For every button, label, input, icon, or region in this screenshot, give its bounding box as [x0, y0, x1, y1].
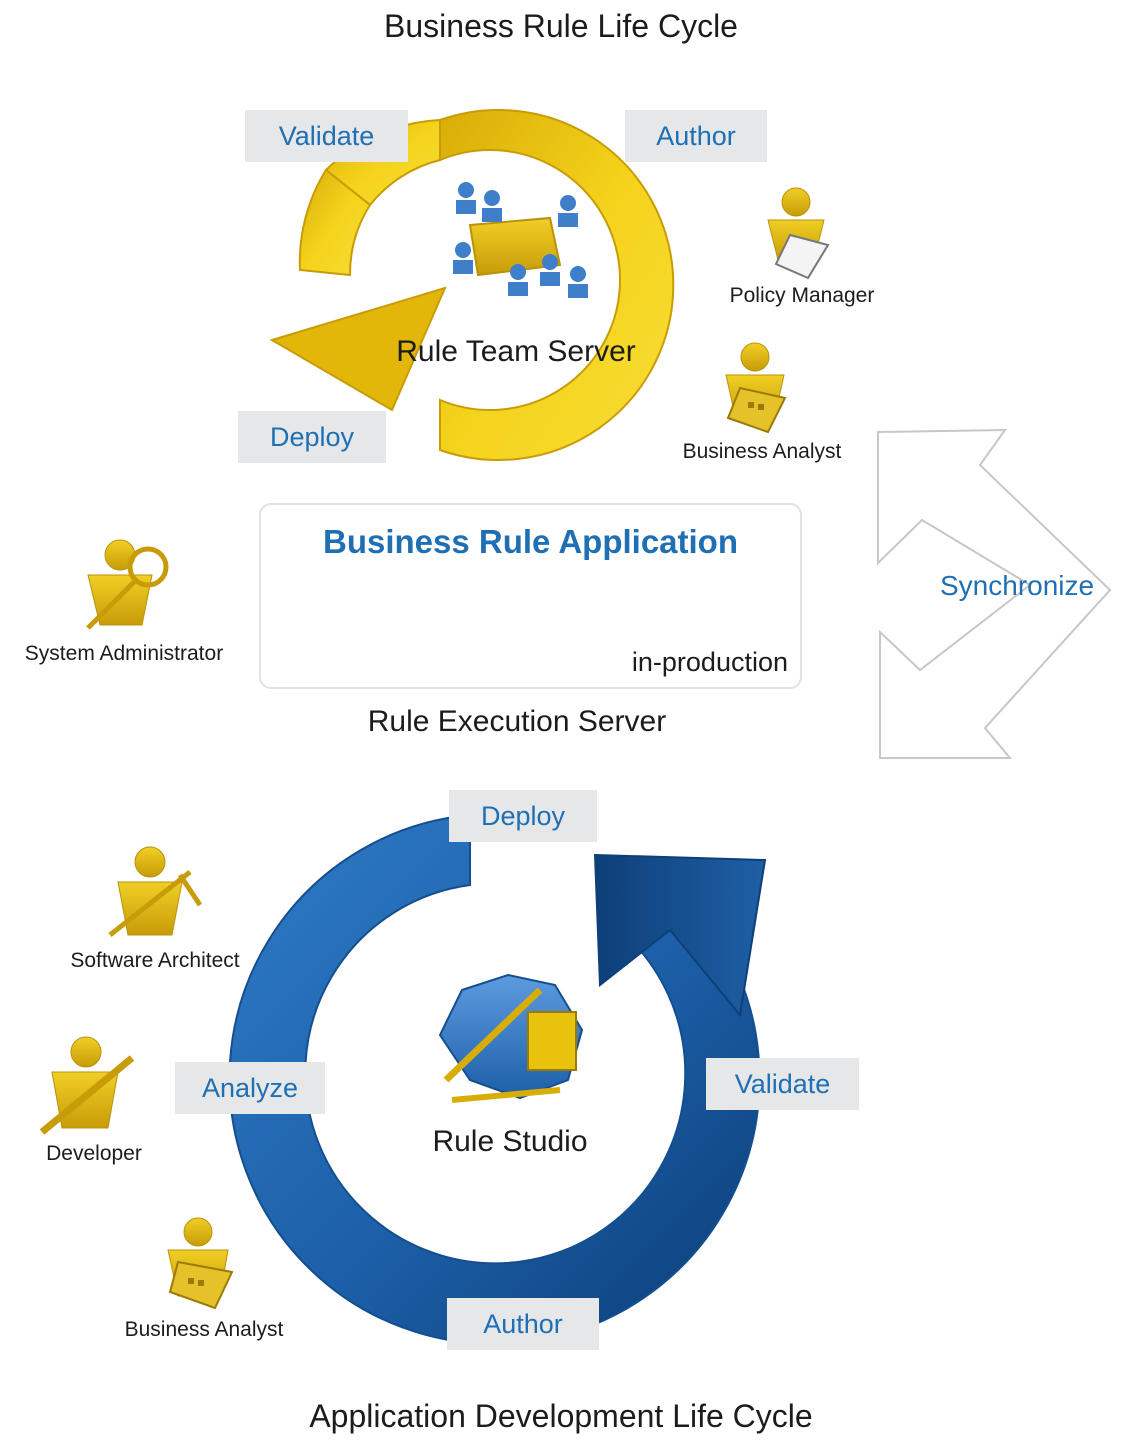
- dev-step-tag-author: Author: [447, 1298, 599, 1350]
- application-title: Business Rule Application: [322, 523, 738, 560]
- rule-execution-server-label: Rule Execution Server: [367, 705, 667, 738]
- synchronize-label: Synchronize: [940, 570, 1095, 601]
- business-analyst-label: Business Analyst: [124, 1318, 284, 1341]
- business-analyst-label: Business Analyst: [682, 440, 842, 463]
- business-analyst-icon: [167, 1217, 234, 1310]
- step-tag-deploy: Deploy: [238, 411, 386, 463]
- application-status: in-production: [631, 647, 788, 677]
- gold-cycle-arrow: [269, 109, 675, 461]
- business-analyst-icon: [725, 342, 787, 434]
- software-architect-label: Software Architect: [70, 949, 240, 972]
- policy-manager-label: Policy Manager: [729, 284, 875, 307]
- top-title: Business Rule Life Cycle: [384, 8, 738, 44]
- step-tag-author: Author: [625, 110, 767, 162]
- dev-step-tag-deploy: Deploy: [449, 790, 597, 842]
- rule-studio-label: Rule Studio: [432, 1125, 588, 1158]
- rule-studio-tools-icon: [438, 973, 584, 1103]
- system-administrator-icon: [86, 539, 169, 630]
- blue-cycle-arrow: [228, 813, 767, 1345]
- bottom-title: Application Development Life Cycle: [309, 1398, 813, 1434]
- synchronize-arrow-icon: [877, 428, 1112, 759]
- developer-label: Developer: [46, 1142, 142, 1165]
- developer-icon: [39, 1036, 135, 1135]
- software-architect-icon: [108, 846, 203, 937]
- dev-step-tag-analyze: Analyze: [175, 1062, 325, 1114]
- dev-step-tag-validate: Validate: [706, 1058, 859, 1110]
- step-tag-validate: Validate: [245, 110, 408, 162]
- people-group-icon: [453, 182, 588, 298]
- rule-team-server-label: Rule Team Server: [396, 335, 636, 368]
- policy-manager-icon: [767, 187, 830, 280]
- business-rule-application-box: Business Rule Application in-production: [259, 503, 802, 689]
- system-administrator-label: System Administrator: [24, 642, 224, 665]
